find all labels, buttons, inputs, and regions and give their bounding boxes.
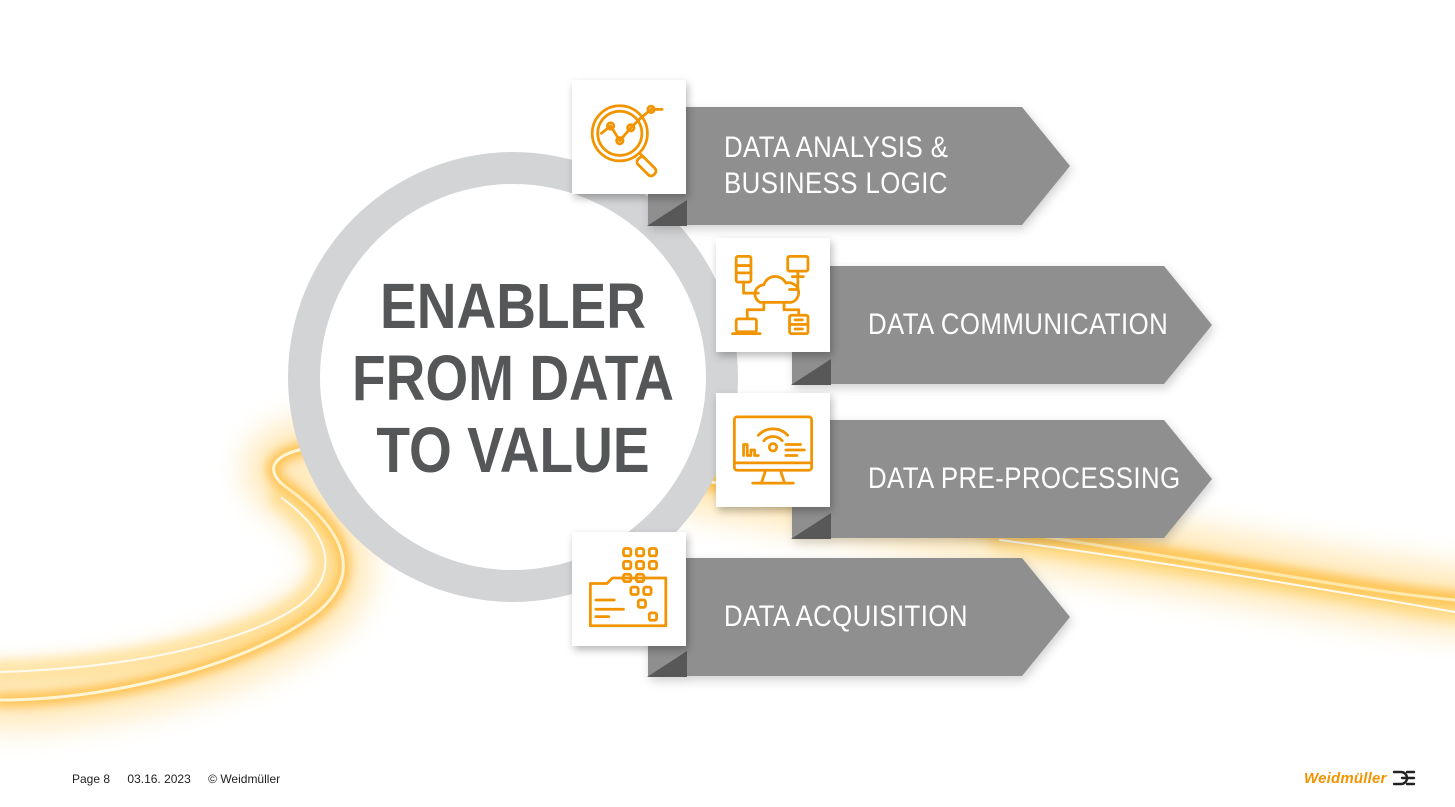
folder-data-icon — [588, 547, 668, 628]
step-banner-data-acquisition: DATA ACQUISITION — [647, 558, 1070, 677]
step-banner-data-communication: DATA COMMUNICATION — [791, 266, 1212, 385]
step-label: DATA ACQUISITION — [724, 600, 968, 633]
brand-logo: Weidmüller — [1304, 766, 1416, 790]
footer-date: 03.16. 2023 — [127, 772, 191, 786]
step-tile-data-communication — [716, 238, 830, 352]
center-title-line: ENABLER — [379, 270, 647, 342]
step-tile-data-analysis — [572, 80, 686, 194]
footer: Page 8 03.16. 2023 © Weidmüller — [72, 772, 294, 786]
monitor-wifi-chart-icon — [732, 415, 814, 485]
step-label: DATA ANALYSIS & BUSINESS LOGIC — [724, 131, 949, 200]
weidmuller-mark-icon — [1392, 770, 1415, 786]
footer-copyright: © Weidmüller — [208, 772, 281, 786]
magnifier-chart-icon — [590, 104, 664, 178]
brand-logo-text: Weidmüller — [1304, 769, 1387, 787]
center-title-line: FROM DATA — [351, 342, 675, 414]
step-banner-data-analysis: DATA ANALYSIS & BUSINESS LOGIC — [647, 107, 1070, 226]
step-tile-data-acquisition — [572, 532, 686, 646]
center-title-line: TO VALUE — [376, 414, 650, 486]
step-tile-data-preprocessing — [716, 393, 830, 507]
center-ring — [288, 152, 738, 602]
cloud-network-icon — [731, 254, 810, 336]
page-number: Page 8 — [72, 772, 111, 786]
step-label: DATA PRE-PROCESSING — [868, 462, 1181, 495]
center-disc — [320, 184, 706, 570]
step-label: DATA COMMUNICATION — [868, 308, 1169, 341]
center-title: ENABLER FROM DATA TO VALUE — [288, 270, 738, 486]
step-banner-data-preprocessing: DATA PRE-PROCESSING — [791, 420, 1212, 539]
